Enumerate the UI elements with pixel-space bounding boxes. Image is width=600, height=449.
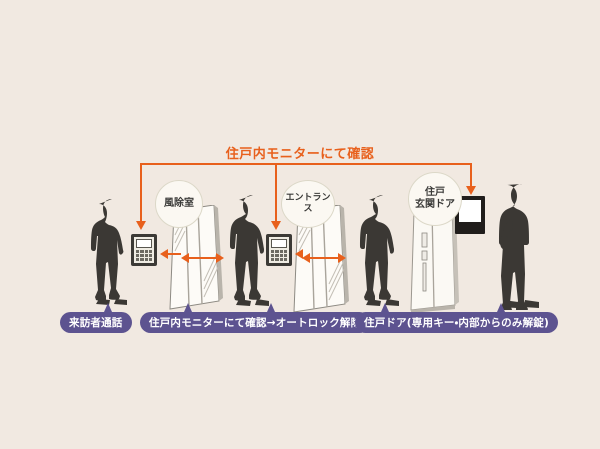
arrow-down-icon (271, 221, 281, 230)
tag-label: 来訪者通話 (69, 317, 123, 329)
triangle-up-icon (184, 303, 192, 312)
zone-label-text: 風除室 (164, 197, 194, 209)
zone-label-fujoshitsu: 風除室 (155, 180, 203, 228)
avatar (91, 199, 127, 305)
intercom-screen (136, 239, 152, 248)
tag-dwelling-door: 住戸ドア(専用キー・内部からのみ解錠) (355, 312, 558, 333)
avatar (360, 195, 399, 306)
double-arrow-icon (338, 253, 346, 263)
intercom-fujoshitsu[interactable] (131, 234, 157, 266)
zone-label-text: エントランス (285, 192, 331, 214)
triangle-up-icon (381, 303, 389, 312)
triangle-up-icon (104, 303, 112, 312)
arrow-left-shaft (167, 253, 181, 255)
intercom-face (269, 237, 289, 263)
avatar (230, 195, 269, 306)
double-arrow-icon (181, 253, 189, 263)
intercom-keypad[interactable] (271, 250, 287, 261)
tag-label: 住戸内モニターにて確認→オートロック解除 (149, 317, 362, 329)
intercom-keypad[interactable] (136, 250, 152, 261)
arrow-left-icon (160, 249, 168, 259)
double-arrow-icon (302, 253, 310, 263)
arrow-down-icon (466, 186, 476, 195)
double-arrow-shaft (188, 257, 217, 259)
double-arrow-icon (216, 253, 224, 263)
avatar-resident (499, 184, 539, 310)
bracket-top-rail (140, 163, 472, 165)
door-dwelling (410, 206, 459, 313)
double-arrow-shaft (309, 257, 339, 259)
zone-label-text-line2: 玄関ドア (415, 199, 455, 210)
bracket-drop-middle (275, 163, 277, 223)
arrow-down-icon (136, 221, 146, 230)
intercom-entrance[interactable] (266, 234, 292, 266)
intercom-face (134, 237, 154, 263)
zone-label-text-line1: 住戸 (425, 186, 445, 198)
monitor-screen (459, 200, 481, 222)
tag-monitor-autolock: 住戸内モニターにて確認→オートロック解除 (140, 312, 371, 333)
intercom-screen (271, 239, 287, 248)
arrow-left-icon (295, 249, 303, 259)
zone-label-dwelling-door: 住戸 玄関ドア (408, 172, 462, 226)
triangle-up-icon (497, 303, 505, 312)
zone-label-entrance: エントランス (281, 180, 335, 228)
bracket-drop-left (140, 163, 142, 223)
indoor-monitor[interactable] (455, 196, 485, 234)
tag-label: 住戸ドア(専用キー・内部からのみ解錠) (364, 317, 549, 329)
bracket-drop-right (470, 163, 472, 188)
tag-visitor-call: 来訪者通話 (60, 312, 132, 333)
triangle-up-icon (267, 303, 275, 312)
diagram-title: 住戸内モニターにて確認 (225, 147, 375, 162)
